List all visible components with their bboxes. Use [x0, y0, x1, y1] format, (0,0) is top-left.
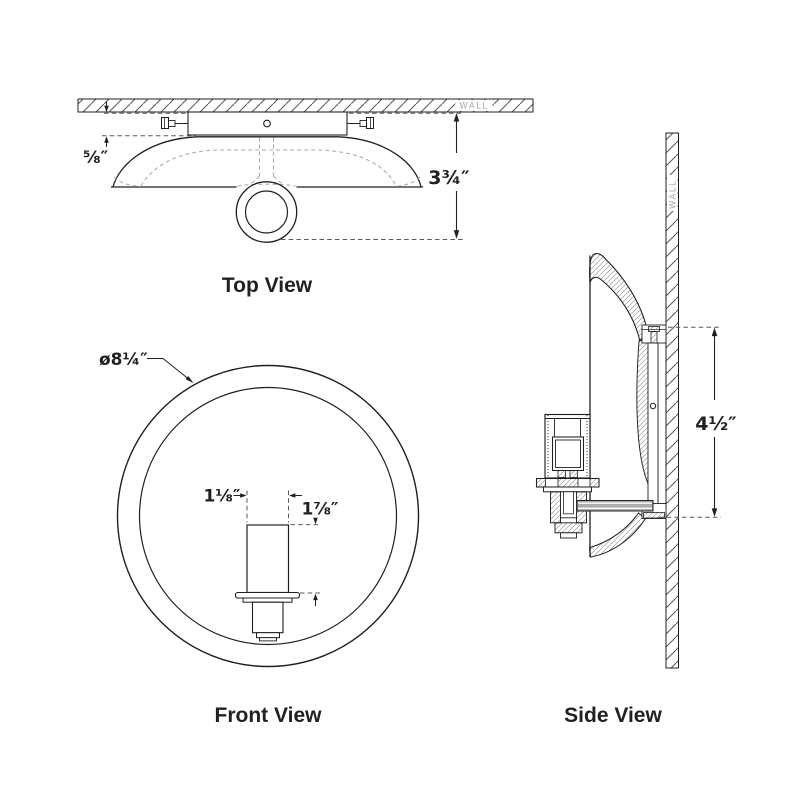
dim-mount-height: 4½″: [659, 326, 737, 518]
wall-label-backdrop-side: [667, 175, 678, 211]
mounting-screw-left: [161, 117, 188, 129]
socket-cap-tip: [259, 637, 277, 642]
socket-base: [554, 522, 583, 534]
socket-arm: [576, 500, 654, 512]
top-view: WALL: [77, 98, 534, 297]
shade-hidden-lines: [113, 137, 421, 187]
view-title-side: Side View: [564, 704, 662, 727]
view-title-front: Front View: [215, 704, 323, 727]
shade-section-bottom: [588, 512, 647, 558]
bobeche-lip-side: [543, 486, 592, 493]
front-outer-circle: [116, 364, 420, 668]
mounting-screw-right: [347, 117, 374, 129]
canopy-plate: [647, 335, 659, 509]
dim-candle-height-label: 1⅞″: [302, 500, 339, 520]
wall-label-top: WALL: [459, 102, 488, 112]
socket-assembly: [535, 413, 654, 539]
wall-label-backdrop: [455, 100, 493, 111]
front-view: ø8¼″ 1⅛″ 1⅞″: [99, 350, 420, 727]
diameter-leader: [147, 358, 191, 381]
shade-section-top: [589, 253, 649, 343]
bottom-ring-outer: [235, 181, 298, 243]
socket-base-tip: [560, 532, 577, 539]
front-inner-circle: [138, 386, 398, 646]
dim-fixture-depth: 3¾″: [281, 113, 470, 240]
dim-candle-height: 1⅞″: [290, 500, 339, 606]
threaded-rod: [563, 491, 574, 515]
bottom-ring-inner: [244, 190, 289, 234]
dim-candle-width-label: 1⅛″: [203, 487, 240, 507]
dim-backplate-offset: ⅝″: [83, 101, 196, 168]
candle-stem: [251, 601, 284, 634]
candle-sleeve: [246, 524, 290, 594]
dim-fixture-depth-label: 3¾″: [428, 167, 470, 189]
diameter-label: ø8¼″: [99, 350, 148, 370]
dim-backplate-offset-label: ⅝″: [83, 148, 109, 168]
side-view: WALL: [535, 132, 737, 727]
wall-label-side: WALL: [669, 180, 679, 209]
candle-socket: [234, 524, 301, 642]
dim-mount-height-label: 4½″: [695, 413, 737, 435]
wall-section-side: [665, 132, 679, 669]
canopy-screw-hole: [649, 402, 657, 410]
bracket-top: [641, 324, 667, 344]
bobeche-lip: [242, 597, 293, 603]
view-title-top: Top View: [222, 274, 313, 297]
shade-profile-top: [112, 136, 422, 188]
socket-cap: [256, 632, 280, 639]
plate-center-hole: [263, 119, 271, 128]
diameter-callout: ø8¼″: [99, 350, 194, 383]
dim-candle-width: 1⅛″: [203, 487, 302, 523]
bobeche: [234, 591, 301, 599]
lamp-holder: [551, 436, 585, 472]
